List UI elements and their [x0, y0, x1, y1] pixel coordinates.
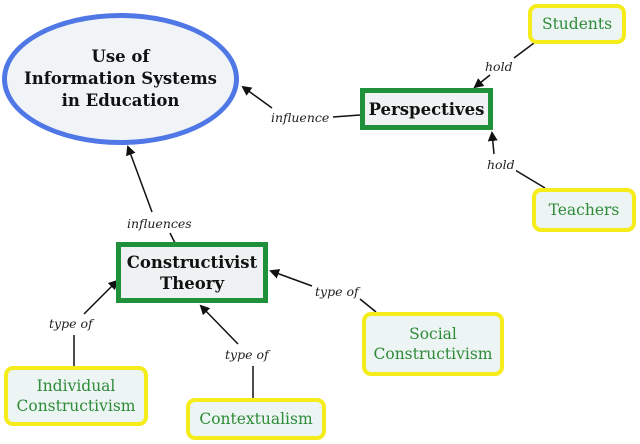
- arrow-hold-up-to-perspectives: [487, 131, 498, 155]
- node-label: Social Constructivism: [373, 325, 493, 363]
- arrow-individual-to-theory: [83, 279, 119, 315]
- connector-students-hold: [513, 42, 535, 59]
- node-label: Use of Information Systems in Education: [24, 47, 217, 110]
- link-label-influence: influence: [270, 110, 331, 125]
- connector-social-type-of: [359, 298, 377, 313]
- arrow-contextualism-to-theory: [199, 304, 239, 345]
- arrow-influence-to-root: [241, 85, 273, 109]
- node-perspectives[interactable]: Perspectives: [360, 88, 493, 130]
- node-teachers[interactable]: Teachers: [532, 188, 636, 232]
- node-constructivist-theory[interactable]: Constructivist Theory: [116, 242, 268, 303]
- connector-perspectives-influence: [332, 114, 361, 118]
- node-social-constructivism[interactable]: Social Constructivism: [362, 312, 504, 376]
- node-label: Students: [541, 15, 613, 33]
- arrow-hold-to-perspectives: [473, 74, 491, 89]
- node-students[interactable]: Students: [528, 4, 626, 44]
- link-label-type-of-contextualism: type of: [224, 347, 270, 362]
- node-label: Constructivist Theory: [126, 252, 258, 293]
- node-use-of-information-systems[interactable]: Use of Information Systems in Education: [2, 13, 239, 145]
- link-label-type-of-individual: type of: [48, 316, 94, 331]
- node-label: Contextualism: [199, 410, 313, 428]
- connector-teachers-hold: [514, 169, 546, 189]
- link-label-hold-students: hold: [484, 59, 514, 74]
- node-contextualism[interactable]: Contextualism: [186, 398, 326, 440]
- link-label-type-of-social: type of: [314, 284, 360, 299]
- arrow-social-to-theory: [269, 269, 313, 287]
- node-label: Perspectives: [368, 99, 485, 119]
- link-label-hold-teachers: hold: [486, 157, 516, 172]
- link-label-influences: influences: [126, 216, 193, 231]
- node-label: Teachers: [548, 201, 620, 219]
- node-individual-constructivism[interactable]: Individual Constructivism: [4, 366, 148, 426]
- node-label: Individual Constructivism: [16, 377, 136, 415]
- arrow-influences-to-root: [126, 145, 153, 213]
- connector-constructivist-influences: [169, 232, 176, 244]
